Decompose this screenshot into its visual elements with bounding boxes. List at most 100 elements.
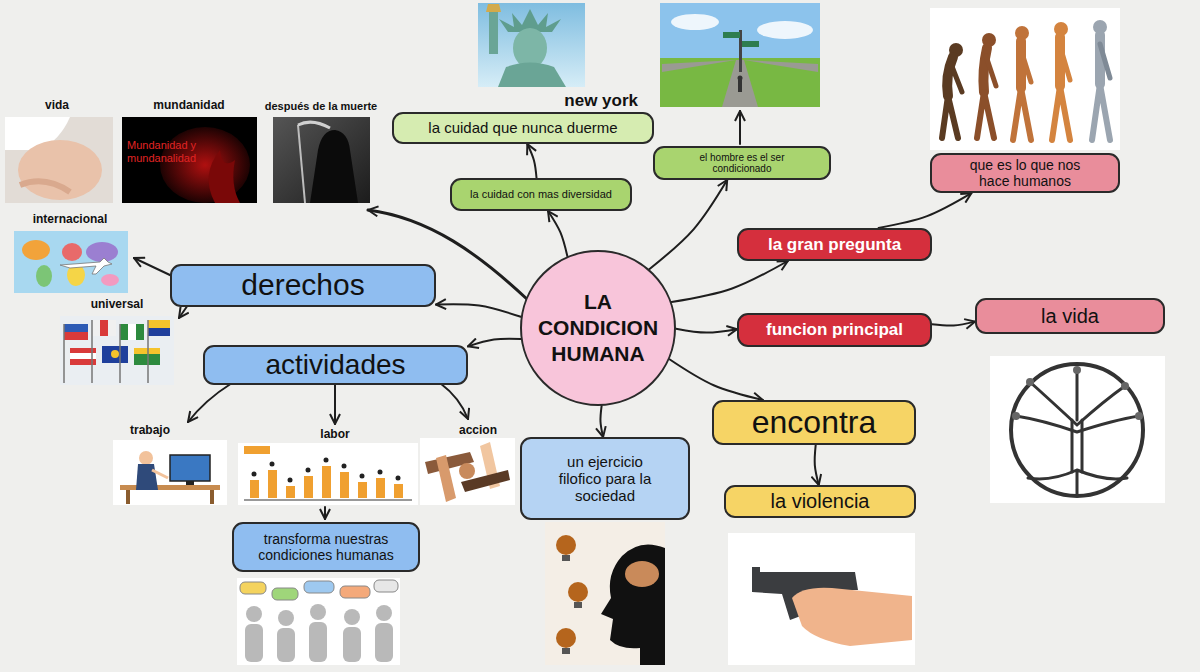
joined-hands-picture (420, 438, 515, 505)
pregnancy-photo (18, 140, 102, 200)
pregnancy-photo (5, 117, 113, 203)
human-evolution-picture (1092, 84, 1110, 140)
labor-bar-chart-picture (376, 478, 385, 498)
crossroads-photo (738, 80, 742, 92)
thinking-head-picture (556, 535, 588, 648)
human-evolution-picture (930, 8, 1120, 150)
arrow-connector (600, 406, 603, 437)
layout-arrows (134, 258, 172, 276)
crossroads-photo (723, 32, 740, 38)
node-text: derechos (241, 268, 364, 303)
tree-of-life-picture (990, 356, 1165, 503)
node-text: que es lo que nos hace humanos (960, 157, 1090, 189)
idea-box: la cuidad con mas diversidad (450, 178, 632, 211)
office-worker-picture (170, 455, 210, 481)
tree-of-life-picture (1012, 366, 1143, 420)
flags-picture (64, 324, 88, 340)
group-talk-picture (376, 605, 392, 621)
node-text: transforma nuestras condiciones humanas (252, 531, 400, 563)
gun-picture (792, 588, 912, 646)
labor-bar-chart-picture (250, 466, 403, 498)
statue-of-liberty-photo (498, 63, 566, 88)
statue-of-liberty-photo (486, 4, 501, 12)
labor-bar-chart-picture (238, 443, 418, 505)
crossroads-photo (660, 3, 820, 107)
gun-picture (752, 567, 760, 573)
arrow-connector (669, 359, 762, 400)
crossroads-photo (757, 21, 813, 39)
arrow-connector (676, 329, 737, 333)
mundanidad-picture (122, 117, 257, 203)
topic-box: actividades (203, 345, 468, 385)
labor-bar-chart-picture (250, 480, 259, 498)
crossroads-photo (671, 14, 719, 30)
thinking-head-picture (556, 628, 576, 648)
layout-arrows (739, 111, 741, 144)
labor-bar-chart-picture (244, 446, 270, 454)
flags-picture (111, 350, 119, 358)
tree-of-life-picture (1072, 420, 1082, 472)
thinking-head-picture (562, 555, 570, 561)
image-caption: trabajo (130, 424, 170, 438)
human-evolution-picture (1100, 44, 1110, 78)
labor-bar-chart-picture (306, 468, 311, 473)
group-talk-picture (309, 622, 327, 662)
layout-arrows (324, 507, 326, 519)
flags-picture (148, 320, 170, 336)
tree-of-life-picture (1012, 412, 1020, 420)
tree-of-life-picture (1016, 416, 1139, 432)
group-talk-picture (245, 624, 263, 662)
arrow-connector (468, 339, 521, 347)
node-text: actividades (265, 349, 405, 381)
flags-picture (148, 328, 170, 336)
idea-box: transforma nuestras condiciones humanas (232, 522, 420, 572)
statue-of-liberty-photo (513, 28, 547, 68)
labor-bar-chart-picture (322, 466, 331, 498)
human-evolution-picture (1021, 50, 1031, 82)
office-worker-picture (152, 470, 168, 478)
human-evolution-picture (1052, 86, 1070, 140)
connectors (436, 144, 975, 485)
group-talk-picture (310, 604, 326, 620)
crossroads-photo (738, 76, 743, 81)
thinking-head-picture (545, 522, 665, 665)
group-talk-picture (272, 588, 298, 600)
world-map-picture (14, 231, 128, 293)
pregnancy-photo (20, 181, 70, 192)
node-text: LA CONDICION HUMANA (534, 289, 662, 368)
labor-bar-chart-picture (252, 458, 401, 483)
human-evolution-picture (977, 92, 994, 138)
arrow-connector (932, 322, 975, 326)
tree-of-life-picture (1121, 382, 1129, 390)
group-talk-picture (237, 578, 400, 665)
answer-box: la violencia (724, 485, 916, 518)
joined-hands-picture (459, 463, 475, 479)
flags-picture (64, 320, 148, 383)
central-circle: LA CONDICION HUMANA (520, 250, 676, 406)
labor-bar-chart-picture (268, 470, 277, 498)
node-text: la cuidad que nunca duerme (428, 119, 617, 136)
labor-bar-chart-picture (324, 458, 329, 463)
office-worker-picture (186, 481, 194, 485)
layout-arrows (334, 383, 336, 424)
node-text: un ejercicio filofico para la sociedad (546, 453, 664, 505)
image-caption: labor (320, 428, 349, 442)
arrow-connector (815, 445, 819, 485)
thinking-head-picture (556, 535, 576, 555)
human-evolution-picture (942, 96, 958, 138)
group-talk-picture (245, 604, 393, 662)
death-figure-photo (273, 117, 370, 203)
office-worker-picture (136, 464, 158, 490)
city-box: new yorkla cuidad que nunca duerme (392, 112, 654, 144)
thinking-head-picture (625, 561, 659, 587)
gun-picture (728, 533, 915, 665)
flags-picture (102, 346, 128, 363)
image-caption: mundanidad (153, 99, 224, 113)
flags-picture (120, 324, 144, 340)
group-talk-picture (340, 586, 370, 598)
crossroads-photo (660, 3, 820, 107)
office-worker-picture (210, 490, 214, 504)
labor-bar-chart-picture (360, 474, 365, 479)
labor-bar-chart-picture (270, 462, 275, 467)
node-text: la gran pregunta (768, 235, 901, 255)
